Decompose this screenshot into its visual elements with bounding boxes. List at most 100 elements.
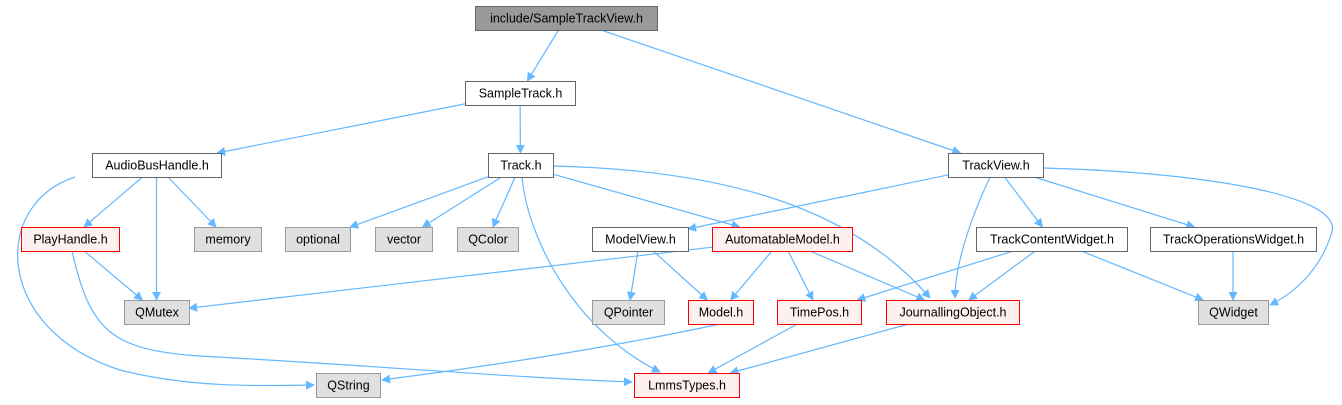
- edge-n10-n15: [626, 250, 639, 301]
- node-label: PlayHandle.h: [33, 232, 107, 246]
- edge-n5-n21: [71, 250, 633, 387]
- node-n10[interactable]: ModelView.h: [592, 227, 689, 252]
- node-n5[interactable]: PlayHandle.h: [21, 227, 120, 252]
- edge-n4-n21: [521, 176, 661, 373]
- node-n9[interactable]: QColor: [457, 227, 519, 252]
- node-label: TrackOperationsWidget.h: [1163, 232, 1304, 246]
- node-box[interactable]: [124, 300, 190, 325]
- edge-n0-n2: [600, 29, 962, 155]
- node-box[interactable]: [316, 373, 381, 398]
- node-box[interactable]: [886, 300, 1020, 325]
- node-label: AudioBusHandle.h: [105, 158, 209, 172]
- node-n1[interactable]: SampleTrack.h: [465, 81, 576, 106]
- edge-n3-n5: [83, 176, 143, 228]
- edge-n4-n18: [552, 165, 931, 299]
- node-n6[interactable]: memory: [194, 227, 262, 252]
- node-box[interactable]: [488, 153, 554, 178]
- node-box[interactable]: [712, 227, 853, 252]
- node-n2[interactable]: TrackView.h: [948, 153, 1044, 178]
- edge-n2-n18: [950, 176, 991, 299]
- node-n14[interactable]: QMutex: [124, 300, 190, 325]
- edge-n2-n13: [1033, 176, 1196, 229]
- node-box[interactable]: [92, 153, 222, 178]
- edge-n12-n19: [1081, 250, 1205, 302]
- node-label: Track.h: [500, 158, 541, 172]
- node-box[interactable]: [465, 81, 576, 106]
- edge-n11-n16: [730, 250, 773, 301]
- node-box[interactable]: [194, 227, 262, 252]
- node-n15[interactable]: QPointer: [592, 300, 665, 325]
- node-box[interactable]: [688, 300, 754, 325]
- node-box[interactable]: [21, 227, 120, 252]
- edges-layer: [17, 29, 1333, 390]
- node-label: TimePos.h: [790, 305, 849, 319]
- node-box[interactable]: [1198, 300, 1269, 325]
- node-n4[interactable]: Track.h: [488, 153, 554, 178]
- edge-n12-n17: [856, 250, 1014, 302]
- node-n7[interactable]: optional: [285, 227, 351, 252]
- node-label: memory: [205, 232, 251, 246]
- node-label: LmmsTypes.h: [648, 378, 726, 392]
- node-box[interactable]: [592, 300, 665, 325]
- edge-n4-n9: [492, 176, 516, 228]
- node-n20[interactable]: QString: [316, 373, 381, 398]
- node-label: QPointer: [604, 305, 653, 319]
- edge-n0-n1: [526, 29, 560, 82]
- node-box[interactable]: [948, 153, 1044, 178]
- edge-n16-n20: [381, 323, 721, 384]
- node-label: include/SampleTrackView.h: [490, 11, 643, 25]
- edge-n1-n3: [216, 103, 466, 156]
- node-label: TrackContentWidget.h: [990, 232, 1114, 246]
- node-label: optional: [296, 232, 340, 246]
- edge-n11-n18: [809, 250, 926, 301]
- edge-n3-n20: [17, 176, 315, 390]
- node-label: JournallingObject.h: [899, 305, 1006, 319]
- node-label: Model.h: [699, 305, 744, 319]
- node-box[interactable]: [634, 373, 740, 398]
- node-box[interactable]: [475, 6, 658, 31]
- edge-n12-n18: [968, 250, 1036, 301]
- edge-n11-n17: [787, 250, 814, 301]
- node-box[interactable]: [285, 227, 351, 252]
- node-n21[interactable]: LmmsTypes.h: [634, 373, 740, 398]
- node-n17[interactable]: TimePos.h: [777, 300, 862, 325]
- node-box[interactable]: [976, 227, 1128, 252]
- node-n18[interactable]: JournallingObject.h: [886, 300, 1020, 325]
- node-label: TrackView.h: [962, 158, 1029, 172]
- edge-n18-n21: [729, 323, 909, 376]
- edge-n2-n19: [1042, 167, 1333, 306]
- edge-n4-n7: [349, 176, 489, 229]
- edge-n2-n12: [1004, 176, 1043, 228]
- node-label: QColor: [468, 232, 508, 246]
- node-n16[interactable]: Model.h: [688, 300, 754, 325]
- node-n12[interactable]: TrackContentWidget.h: [976, 227, 1128, 252]
- node-box[interactable]: [1150, 227, 1317, 252]
- edge-n11-n14: [188, 246, 713, 312]
- node-n3[interactable]: AudioBusHandle.h: [92, 153, 222, 178]
- edge-n3-n6: [167, 176, 217, 228]
- edge-n10-n16: [652, 250, 708, 301]
- edge-n4-n8: [421, 176, 502, 228]
- node-label: AutomatableModel.h: [725, 232, 840, 246]
- edge-n2-n10: [687, 174, 949, 232]
- node-n0[interactable]: include/SampleTrackView.h: [475, 6, 658, 31]
- node-label: QString: [327, 378, 369, 392]
- node-label: QMutex: [135, 305, 180, 319]
- node-n19[interactable]: QWidget: [1198, 300, 1269, 325]
- node-label: vector: [387, 232, 421, 246]
- node-label: SampleTrack.h: [479, 86, 563, 100]
- edge-n5-n14: [83, 250, 143, 301]
- node-box[interactable]: [457, 227, 519, 252]
- node-n13[interactable]: TrackOperationsWidget.h: [1150, 227, 1317, 252]
- edge-n17-n21: [707, 323, 798, 374]
- node-box[interactable]: [592, 227, 689, 252]
- node-label: ModelView.h: [605, 232, 676, 246]
- node-box[interactable]: [777, 300, 862, 325]
- node-box[interactable]: [375, 227, 433, 252]
- node-n8[interactable]: vector: [375, 227, 433, 252]
- node-label: QWidget: [1209, 305, 1258, 319]
- node-n11[interactable]: AutomatableModel.h: [712, 227, 853, 252]
- edge-n4-n11: [552, 173, 741, 230]
- nodes-layer: include/SampleTrackView.hSampleTrack.hTr…: [21, 6, 1317, 398]
